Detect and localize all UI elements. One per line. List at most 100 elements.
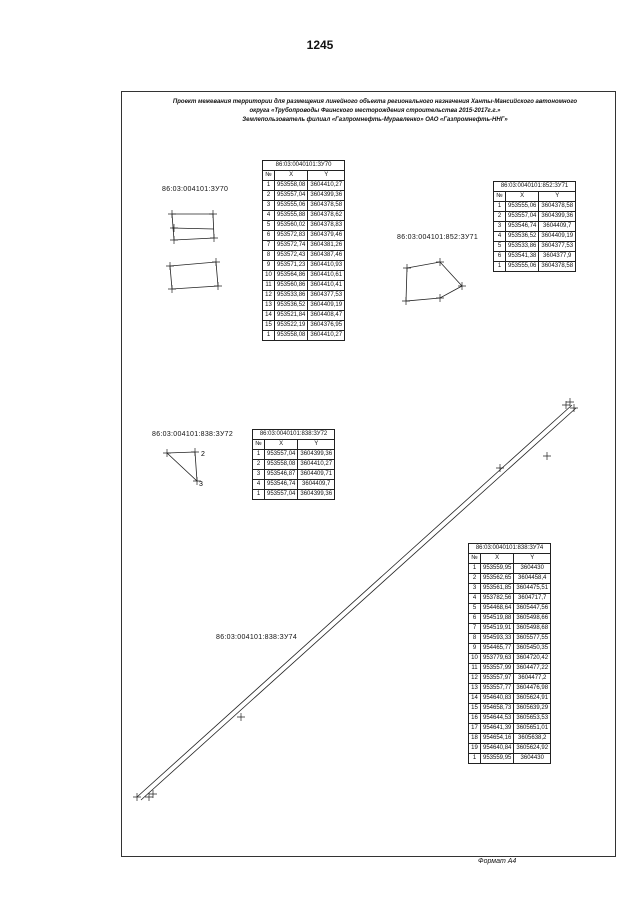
y-coordinate: 3605624,91	[513, 693, 552, 704]
y-coordinate: 3604717,7	[513, 593, 552, 604]
x-coordinate: 953546,87	[263, 469, 299, 480]
y-coordinate: 3604409,71	[297, 469, 336, 480]
drawing-header: Проект межевания территории для размещен…	[150, 98, 600, 125]
point-number: 4	[252, 479, 265, 490]
y-coordinate: 3605653,53	[513, 713, 552, 724]
x-coordinate: 953558,08	[263, 459, 299, 470]
x-coordinate: 953546,74	[504, 221, 540, 232]
point-number: 2	[252, 459, 265, 470]
x-coordinate: 953572,83	[273, 230, 309, 241]
point-marker	[402, 297, 410, 305]
column-header: Y	[307, 170, 346, 181]
y-coordinate: 3604399,36	[297, 449, 336, 460]
x-coordinate: 953557,04	[263, 449, 299, 460]
point-marker	[212, 258, 220, 266]
y-coordinate: 3604410,61	[307, 270, 346, 281]
y-coordinate: 3604378,58	[307, 200, 346, 211]
format-label: Формат А4	[478, 858, 517, 865]
point-marker	[210, 234, 218, 242]
point-marker	[170, 224, 178, 232]
y-coordinate: 3604720,42	[513, 653, 552, 664]
page-number: 1245	[306, 38, 334, 52]
header-line-1: Проект межевания территории для размещен…	[172, 99, 578, 105]
point-marker	[570, 404, 578, 412]
point-marker	[168, 210, 176, 218]
parcel-outline-zu70-b	[169, 261, 219, 290]
point-number: 5	[468, 603, 481, 614]
parcel-label-zu71: 86:03:004101:852:ЗУ71	[397, 234, 479, 241]
point-number: 2	[493, 211, 506, 222]
point-number: 8	[468, 633, 481, 644]
x-coordinate: 953555,06	[504, 201, 540, 212]
x-coordinate: 953557,04	[263, 489, 299, 500]
column-header: X	[479, 553, 515, 564]
parcel-inner-line	[171, 227, 215, 230]
y-coordinate: 3604408,47	[307, 310, 346, 321]
y-coordinate: 3605639,29	[513, 703, 552, 714]
table-title-row: 86:03:0040101:838:ЗУ72	[251, 429, 336, 440]
point-marker	[237, 713, 245, 721]
parcel-label-zu72: 86:03:004101:838:ЗУ72	[152, 431, 234, 438]
point-number: 14	[468, 693, 481, 704]
point-number: 7	[468, 623, 481, 634]
y-coordinate: 3604410,93	[307, 260, 346, 271]
y-coordinate: 3605450,35	[513, 643, 552, 654]
x-coordinate: 954658,73	[479, 703, 515, 714]
point-marker	[133, 793, 141, 801]
column-header: №	[252, 439, 265, 450]
x-coordinate: 953555,06	[504, 261, 540, 272]
x-coordinate: 953536,52	[273, 300, 309, 311]
y-coordinate: 3604387,46	[307, 250, 346, 261]
y-coordinate: 3605624,92	[513, 743, 552, 754]
point-number: 9	[262, 260, 275, 271]
point-marker	[566, 398, 574, 406]
point-marker	[403, 264, 411, 272]
point-number: 3	[262, 200, 275, 211]
table-title-row: 86:03:0040101:ЗУ70	[261, 160, 346, 171]
point-number: 12	[262, 290, 275, 301]
x-coordinate: 953557,99	[479, 663, 515, 674]
y-coordinate: 3604409,19	[538, 231, 577, 242]
point-number: 1	[493, 201, 506, 212]
point-marker	[191, 448, 199, 456]
y-coordinate: 3605638,2	[513, 733, 552, 744]
point-marker	[193, 477, 201, 485]
column-header: Y	[538, 191, 577, 202]
y-coordinate: 3604410,41	[307, 280, 346, 291]
point-marker	[436, 294, 444, 302]
x-coordinate: 953779,63	[479, 653, 515, 664]
column-header: X	[263, 439, 299, 450]
point-number: 6	[262, 230, 275, 241]
point-marker	[543, 452, 551, 460]
parcel-outline-zu71	[405, 261, 463, 302]
point-number: 9	[468, 643, 481, 654]
y-coordinate: 3604477,22	[513, 663, 552, 674]
y-coordinate: 3604381,26	[307, 240, 346, 251]
y-coordinate: 3604399,36	[307, 190, 346, 201]
point-number: 1	[468, 563, 481, 574]
